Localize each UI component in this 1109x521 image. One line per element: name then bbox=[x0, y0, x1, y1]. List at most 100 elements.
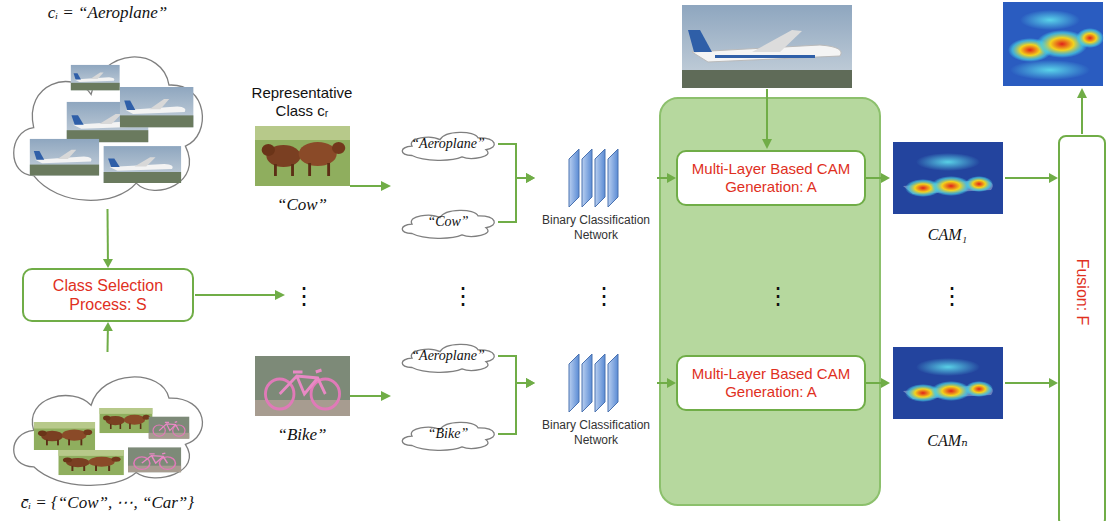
cam-heatmap bbox=[893, 347, 1003, 419]
cam-panel bbox=[660, 98, 880, 505]
ellipsis-dots: ⋮ bbox=[940, 284, 964, 308]
cam-label: CAM₁ bbox=[928, 226, 967, 244]
photo-node: “Bike” bbox=[232, 350, 372, 446]
class-arrow-head bbox=[381, 391, 391, 401]
cloud-text: “Aeroplane” bbox=[411, 348, 484, 364]
heat-node: CAM₁ bbox=[890, 142, 1005, 244]
class-arrow-head bbox=[381, 181, 391, 191]
class-cloud: “Aeroplane” bbox=[398, 338, 498, 374]
network-label: Binary Classification Network bbox=[535, 213, 657, 243]
ellipsis-dots: ⋮ bbox=[766, 284, 790, 308]
input-arrow bbox=[766, 89, 768, 140]
connector-line bbox=[498, 383, 527, 434]
process-box: Multi-Layer Based CAM Generation: A bbox=[676, 150, 866, 206]
connector-arrow bbox=[103, 209, 113, 268]
bcn-node: Binary Classification Network bbox=[535, 147, 657, 243]
connector-arrow bbox=[103, 322, 113, 352]
connector-arrow bbox=[498, 173, 535, 222]
arrow-head bbox=[667, 173, 676, 183]
image-cloud bbox=[5, 352, 210, 492]
fusion-text: Fusion: F bbox=[1073, 259, 1091, 326]
connector-line bbox=[498, 144, 527, 178]
connector-line bbox=[107, 209, 109, 260]
cloud-text: “Cow” bbox=[427, 214, 468, 230]
arrow-head bbox=[1049, 173, 1058, 183]
ellipsis-dots: ⋮ bbox=[451, 284, 475, 308]
connector-line bbox=[498, 356, 527, 383]
class-photo bbox=[255, 356, 350, 416]
class-photo-art bbox=[255, 126, 350, 186]
connector-arrow bbox=[498, 378, 535, 434]
output-arrow bbox=[1081, 97, 1083, 134]
class-cloud: “Bike” bbox=[398, 416, 498, 452]
class-label: Representative Class cᵣ bbox=[232, 84, 372, 120]
box-text: Multi-Layer Based CAM Generation: A bbox=[686, 160, 856, 196]
arrow-head bbox=[881, 378, 890, 388]
connector-line bbox=[657, 177, 668, 179]
connector-arrow bbox=[1005, 378, 1058, 388]
process-box: Class Selection Process: S bbox=[22, 268, 194, 322]
arrow-head bbox=[103, 259, 113, 268]
network-layers-art bbox=[565, 147, 627, 209]
bigTop-node: cᵢ = “Aeroplane” bbox=[5, 2, 210, 209]
arrow-head bbox=[881, 173, 890, 183]
network-label: Binary Classification Network bbox=[535, 418, 657, 448]
selection-arrow bbox=[195, 294, 276, 296]
ellipsis-dots: ⋮ bbox=[592, 284, 616, 308]
class-label: cᵢ = “Aeroplane” bbox=[48, 2, 167, 24]
image-cloud-art bbox=[5, 352, 210, 492]
output-heatmap bbox=[1003, 2, 1104, 86]
class-label: c̄ᵢ = {“Cow”, ⋯, “Car”} bbox=[21, 492, 194, 514]
connector-line bbox=[866, 177, 882, 179]
bigBot-node: c̄ᵢ = {“Cow”, ⋯, “Car”} bbox=[5, 352, 210, 514]
box-text: Multi-Layer Based CAM Generation: A bbox=[686, 365, 856, 401]
arrow-head bbox=[526, 378, 535, 388]
class-arrow bbox=[350, 395, 382, 397]
selection-arrow-head bbox=[275, 290, 285, 300]
process-box: Multi-Layer Based CAM Generation: A bbox=[676, 355, 866, 411]
connector-arrow bbox=[657, 378, 676, 388]
input-arrow-head bbox=[762, 139, 772, 149]
arrow-head bbox=[1049, 378, 1058, 388]
cam-label: CAMₙ bbox=[927, 431, 967, 450]
arrow-head bbox=[667, 378, 676, 388]
cam-heatmap-art bbox=[893, 347, 1003, 419]
cam-heatmap-art bbox=[893, 142, 1003, 214]
box-text: Class Selection Process: S bbox=[32, 276, 184, 314]
class-label: “Cow” bbox=[277, 194, 327, 216]
input-image bbox=[682, 5, 852, 88]
connector-line bbox=[107, 330, 109, 352]
class-photo bbox=[255, 126, 350, 186]
connector-line bbox=[498, 178, 527, 222]
class-arrow bbox=[350, 185, 382, 187]
bcn-node: Binary Classification Network bbox=[535, 352, 657, 448]
connector-line bbox=[1005, 177, 1050, 179]
arrow-head bbox=[526, 173, 535, 183]
connector-line bbox=[1005, 382, 1050, 384]
connector-arrow bbox=[866, 378, 890, 388]
network-layers bbox=[565, 147, 627, 209]
class-cloud: “Cow” bbox=[398, 204, 498, 240]
output-arrow-head bbox=[1077, 88, 1087, 98]
heat-node: CAMₙ bbox=[890, 347, 1005, 450]
class-photo-art bbox=[255, 356, 350, 416]
arrow-head bbox=[526, 378, 535, 388]
ellipsis-dots: ⋮ bbox=[292, 284, 316, 308]
network-layers-art bbox=[565, 352, 627, 414]
image-cloud-art bbox=[5, 24, 210, 209]
network-layers bbox=[565, 352, 627, 414]
connector-arrow bbox=[657, 173, 676, 183]
cam-heatmap bbox=[893, 142, 1003, 214]
fusion-box: Fusion: F bbox=[1058, 135, 1106, 521]
cloud-text: “Aeroplane” bbox=[411, 136, 484, 152]
image-cloud bbox=[5, 24, 210, 209]
arrow-head bbox=[526, 173, 535, 183]
connector-line bbox=[657, 382, 668, 384]
connector-line bbox=[866, 382, 882, 384]
class-cloud: “Aeroplane” bbox=[398, 126, 498, 162]
cloud-text: “Bike” bbox=[428, 426, 468, 442]
connector-arrow bbox=[1005, 173, 1058, 183]
arrow-head bbox=[103, 322, 113, 331]
class-label: “Bike” bbox=[277, 424, 326, 446]
